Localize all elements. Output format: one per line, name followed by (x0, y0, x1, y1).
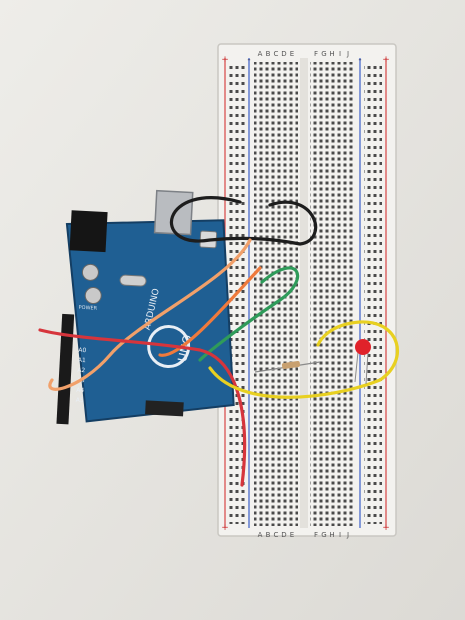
col-letter: H (329, 531, 334, 539)
wires (38, 196, 399, 487)
rail-minus-mark: - (247, 55, 250, 65)
analog-pin-label: A5 (76, 397, 84, 404)
col-letter: I (339, 531, 341, 539)
yellow-wire (208, 320, 399, 399)
col-letter: D (281, 50, 286, 58)
col-letter: J (346, 50, 349, 58)
right-terminal-strip (310, 62, 354, 526)
breadboard: A B C D E F G H I J A B C D E F G H I J … (217, 43, 397, 539)
left-terminal-strip (254, 62, 298, 526)
led (354, 339, 371, 385)
capacitor (84, 287, 102, 305)
header-pins-left (56, 313, 75, 425)
red-wire (38, 328, 247, 487)
col-letter: C (274, 50, 279, 58)
power-header-label: POWER (78, 305, 97, 312)
analog-pin-label: A1 (78, 357, 86, 364)
col-letter: I (339, 50, 341, 58)
col-letter: A (258, 531, 263, 539)
resistor (254, 361, 321, 373)
arduino-board: ARDUINO UNO POWER A0 A1 A2 A3 A4 A5 (56, 189, 235, 425)
analog-pin-label: A0 (78, 347, 86, 354)
capacitor (81, 263, 99, 281)
rail-plus-mark: + (221, 55, 229, 65)
icsp-header (145, 400, 184, 417)
black-wire (170, 196, 318, 246)
analog-pin-label: A2 (77, 367, 85, 374)
col-letter: E (290, 531, 294, 539)
power-jack (69, 210, 108, 253)
crystal-oscillator (119, 274, 147, 287)
col-letter: B (266, 531, 271, 539)
col-letter: G (321, 531, 326, 539)
rail-minus-mark: - (358, 55, 361, 65)
col-letter: B (266, 50, 271, 58)
rail-plus-mark: + (382, 523, 390, 533)
col-letter: C (274, 531, 279, 539)
col-letter: H (329, 50, 334, 58)
rail-plus-mark: + (221, 523, 229, 533)
center-channel (300, 58, 308, 528)
green-wire (198, 266, 300, 362)
col-letter: E (290, 50, 294, 58)
analog-pin-label: A4 (76, 387, 84, 394)
pale-orange-wire (48, 238, 252, 391)
col-letter: A (258, 50, 263, 58)
col-letter: F (314, 531, 318, 539)
col-letter: F (314, 50, 318, 58)
rail-plus-mark: + (382, 55, 390, 65)
col-letter: J (346, 531, 349, 539)
col-letter: D (281, 531, 286, 539)
orange-wire (158, 266, 262, 357)
col-letter: G (321, 50, 326, 58)
